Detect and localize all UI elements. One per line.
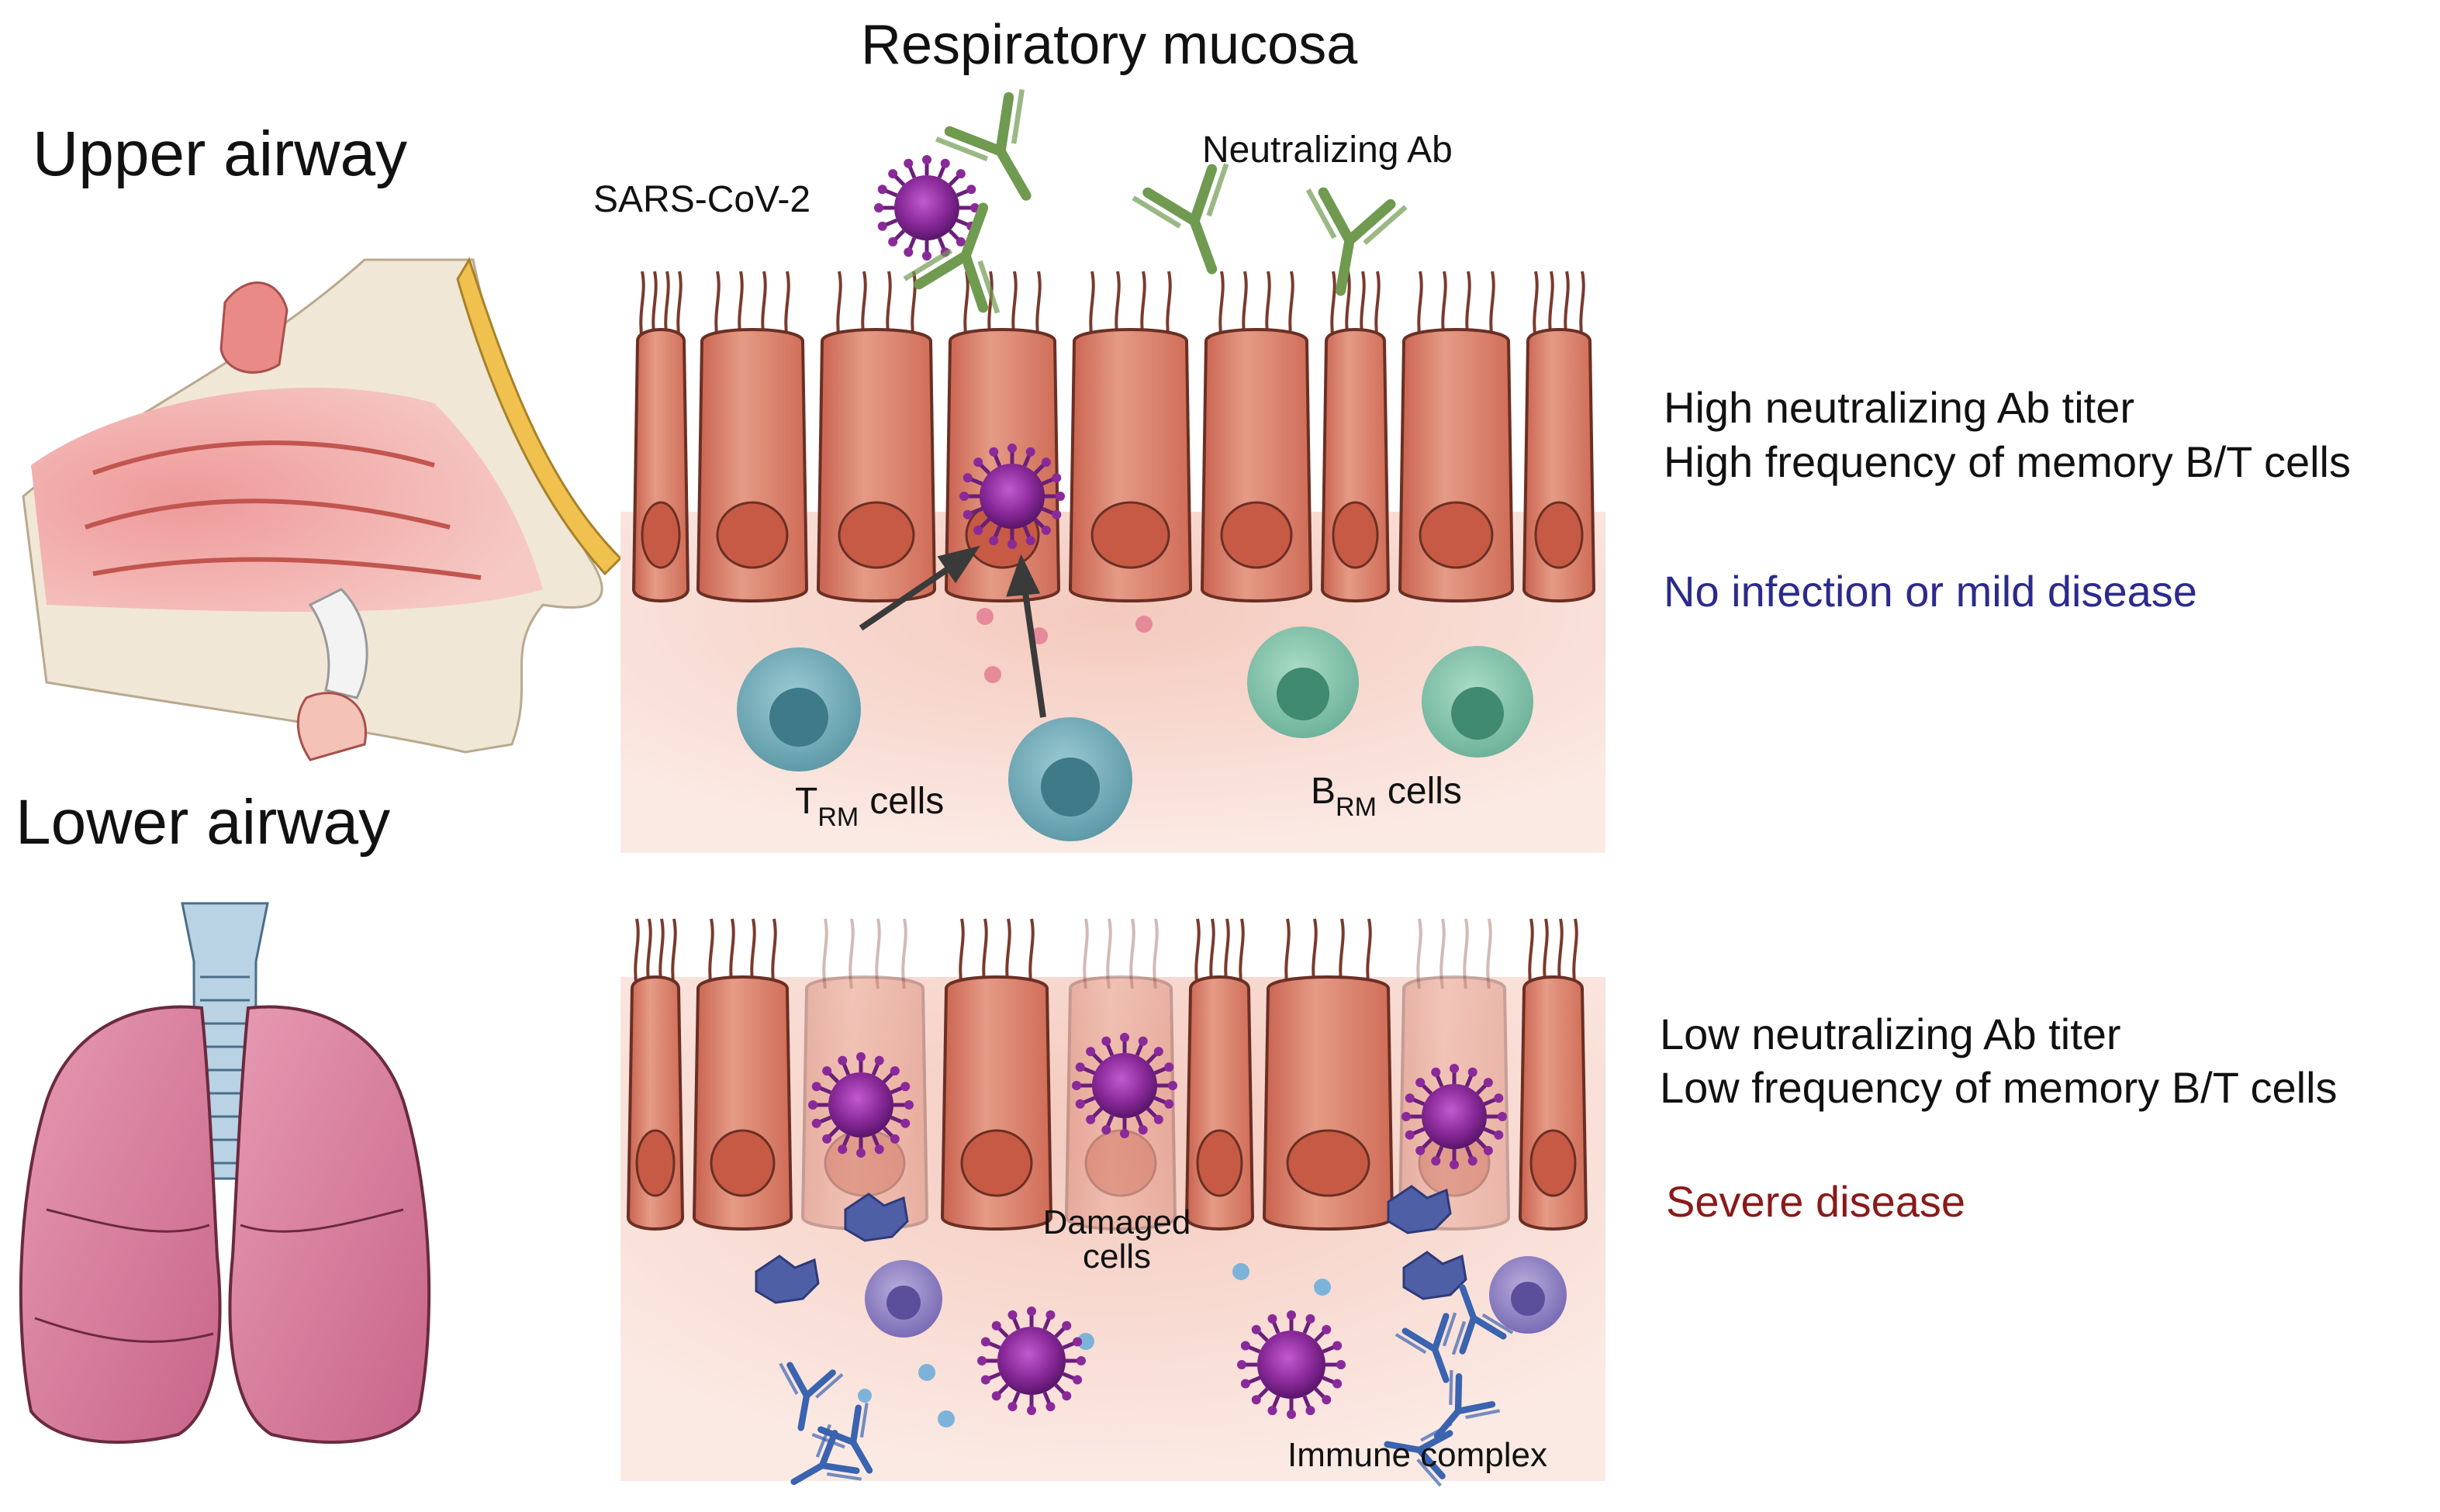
sars-cov-2-virion [1072,1033,1177,1138]
epithelial-cell [816,271,937,602]
antibody [1395,1312,1457,1383]
epithelial-cell [1522,271,1596,602]
damaged-cells-label: Damaged cells [1042,1203,1191,1276]
macrophage [755,1185,1467,1304]
epithelial-cell [940,918,1053,1231]
antibody [790,1424,862,1486]
upper-info-line-2: High frequency of memory B/T cells [1664,437,2351,486]
killing-arrow [859,545,1046,718]
sars-cov-2-virion [959,444,1065,549]
signal-particles [976,608,1153,683]
upper-outcome: No infection or mild disease [1664,567,2197,616]
antibody [1433,1370,1501,1440]
trm-letter: T [795,781,818,822]
cytokine-particles [858,1263,1331,1427]
sars-cov-2-virion [1401,1064,1507,1169]
trm-cells-label: TRM cells [795,781,945,831]
epithelial-cell [1398,271,1515,602]
sars-cov-2-virion [808,1052,914,1158]
epithelial-cell [1518,918,1588,1231]
upper-epithelial-cells [631,271,1596,602]
antibody [935,88,1032,201]
trm-subscript: RM [817,803,859,832]
epithelial-cell [1320,271,1391,602]
brm-cells-label: BRM cells [1311,771,1462,821]
figure-title: Respiratory mucosa [861,14,1358,76]
upper-mucosa-panel [620,271,1605,853]
neutralizing-antibody-layer [903,88,1408,314]
antibody [1384,1422,1453,1487]
epithelial-cell [1262,918,1395,1231]
nasal-cavity-illustration [22,257,623,761]
sars-cov-2-virion [874,155,980,261]
epithelial-cell [626,918,685,1231]
epithelial-cell [1184,918,1255,1231]
upper-airway-heading: Upper airway [33,119,408,189]
epithelial-cell [1068,271,1193,602]
brm-subscript: RM [1336,792,1377,822]
lower-mucosa-panel [620,918,1605,1487]
antibody [1132,163,1229,274]
immune-complex-label: Immune complex [1287,1436,1548,1474]
antibody [1305,187,1408,296]
upper-info-line-1: High neutralizing Ab titer [1664,383,2135,432]
brm-cell [1247,627,1533,758]
epithelial-cell [696,271,809,602]
lungs-illustration [19,902,431,1444]
epithelial-cell [1200,271,1313,602]
lower-info-line-1: Low neutralizing Ab titer [1660,1010,2121,1058]
trm-cell [737,647,1132,841]
neutralizing-ab-label: Neutralizing Ab [1202,129,1453,171]
lower-info-line-2: Low frequency of memory B/T cells [1660,1063,2338,1112]
antibody [1451,1284,1514,1355]
brm-suffix: cells [1387,771,1462,812]
virus-layer [808,155,1507,1419]
lower-outcome: Severe disease [1666,1177,1966,1226]
sars-cov-2-label: SARS-CoV-2 [593,179,811,220]
antibody [903,202,1001,314]
epithelial-cell [631,271,690,602]
inflammatory-cell [865,1256,1567,1338]
brm-letter: B [1311,771,1336,812]
sars-cov-2-virion [977,1307,1086,1415]
lower-airway-heading: Lower airway [16,787,391,858]
antibody [779,1362,844,1431]
epithelial-cell [692,918,793,1231]
sars-cov-2-virion [1237,1310,1346,1419]
immune-complex-cluster [779,1284,1514,1487]
trm-suffix: cells [869,781,945,822]
